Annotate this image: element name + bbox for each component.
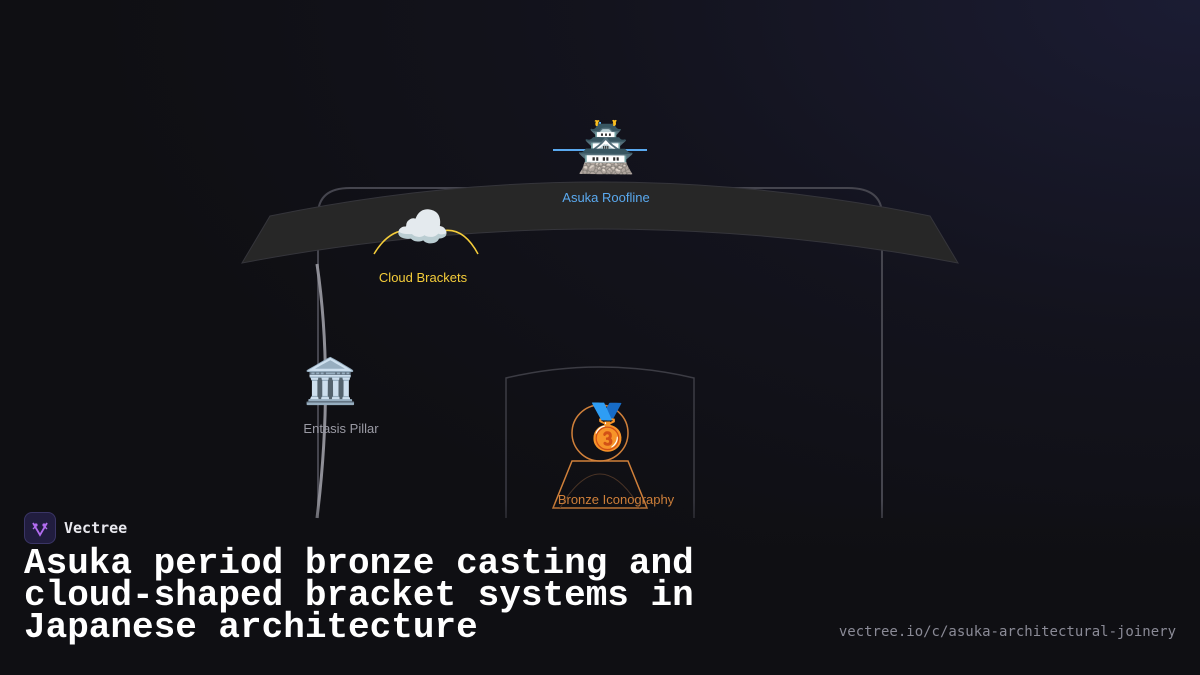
- entasis-pillar-curve: [315, 263, 327, 519]
- source-url[interactable]: vectree.io/c/asuka-architectural-joinery: [838, 624, 1176, 640]
- entasis-pillar-label: Entasis Pillar: [303, 421, 379, 436]
- inner-hall-outline: [505, 366, 695, 518]
- brand[interactable]: Vectree: [24, 512, 127, 544]
- brand-name: Vectree: [64, 519, 128, 537]
- roofline-label: Asuka Roofline: [562, 190, 650, 205]
- vectree-logo-icon: [24, 512, 56, 544]
- classical-building-icon: 🏛️: [303, 356, 358, 407]
- bronze-medal-icon: 🥉: [580, 402, 635, 453]
- pagoda-icon: 🏯: [576, 120, 636, 176]
- cloud-icon: ☁️: [395, 202, 450, 253]
- bronze-halo-arc: [559, 473, 641, 509]
- cloud-bracket-arc: [373, 229, 479, 255]
- cloud-brackets-label: Cloud Brackets: [378, 270, 468, 285]
- bottom-gradient: [0, 500, 1200, 675]
- curved-roof: [241, 181, 959, 264]
- page-title: Asuka period bronze casting and cloud-sh…: [24, 543, 694, 648]
